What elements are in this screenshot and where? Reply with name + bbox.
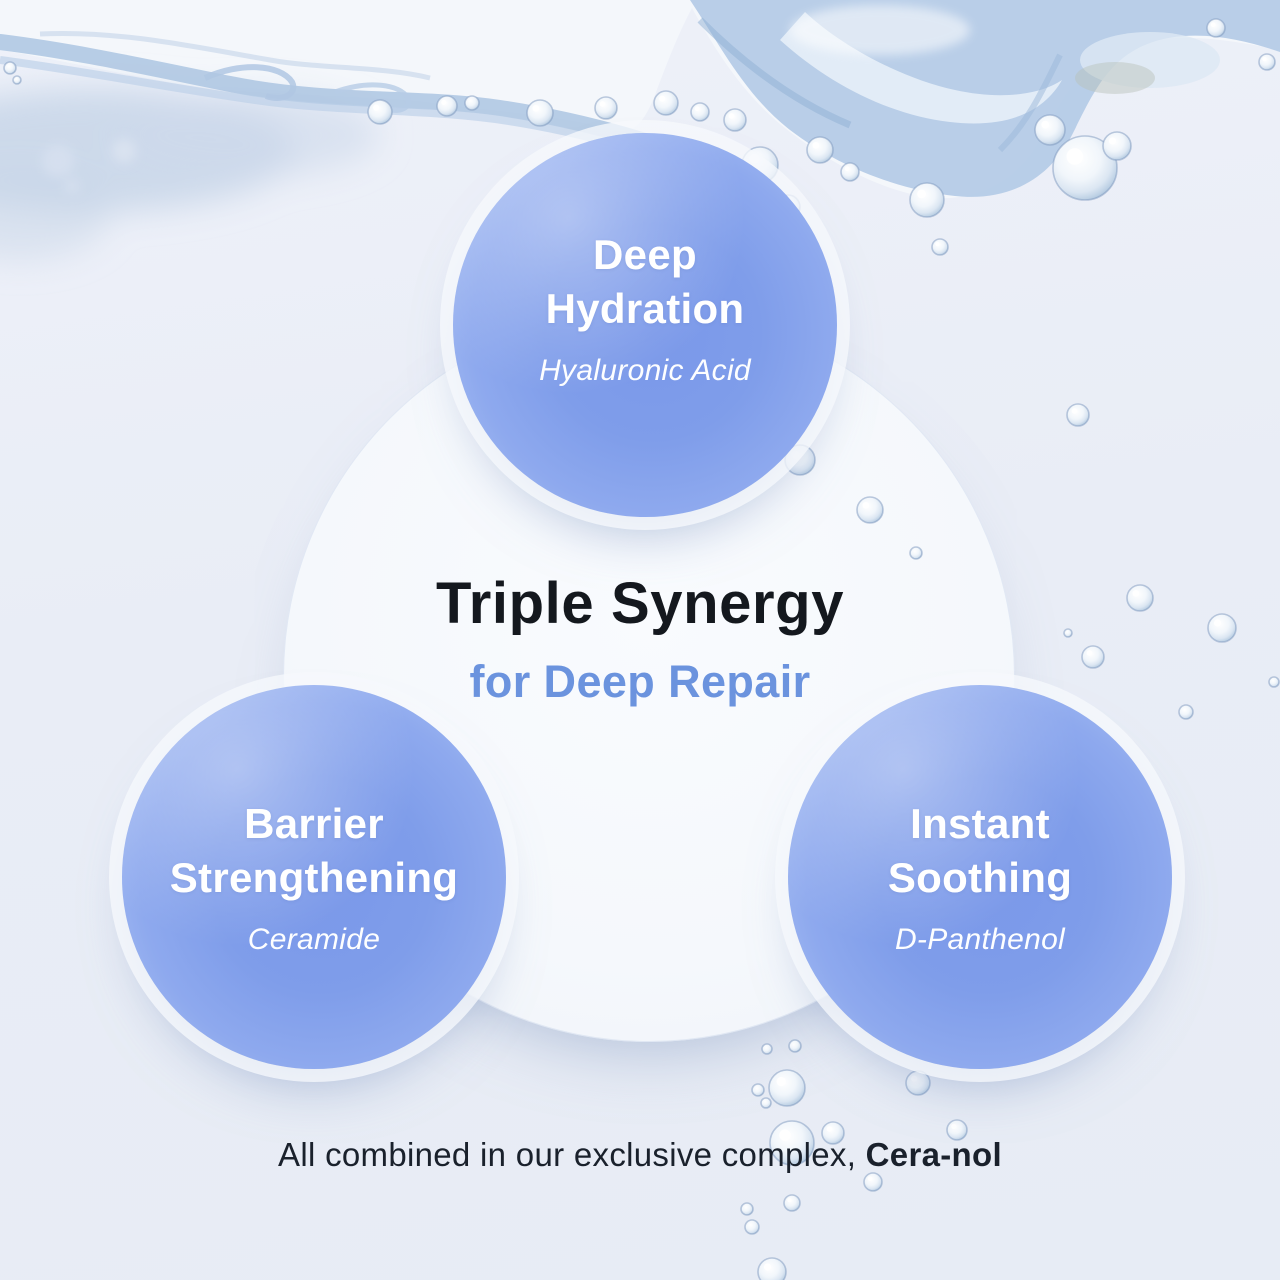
bubble-icon bbox=[783, 1194, 801, 1212]
bubble-icon bbox=[436, 95, 458, 117]
underwater-blur bbox=[0, 88, 380, 260]
bubble-icon bbox=[1052, 135, 1118, 201]
main-subtitle: for Deep Repair bbox=[469, 656, 811, 707]
bubble-icon bbox=[806, 136, 834, 164]
bubble-icon bbox=[1066, 403, 1090, 427]
bubble-icon bbox=[760, 1097, 772, 1109]
bubble-icon bbox=[3, 61, 17, 75]
bubble-icon bbox=[1034, 114, 1066, 146]
feature-title-line: Deep bbox=[593, 231, 697, 279]
bubble-highlight bbox=[812, 141, 820, 149]
underwater-blur-bubbles bbox=[42, 139, 136, 194]
bubble-highlight bbox=[749, 153, 759, 164]
feature-text-group: Barrier Strengthening Ceramide bbox=[170, 797, 459, 957]
bubble-icon bbox=[1258, 53, 1276, 71]
feature-circle-instant-soothing: Instant Soothing D-Panthenol bbox=[788, 685, 1172, 1069]
feature-title-line: Hydration bbox=[545, 285, 745, 332]
bubble-highlight bbox=[935, 242, 940, 247]
bubble-highlight bbox=[532, 104, 540, 112]
bubble-highlight bbox=[728, 113, 735, 119]
bubble-highlight bbox=[1041, 120, 1050, 129]
bubble-icon bbox=[526, 99, 554, 127]
bubble-highlight bbox=[1066, 148, 1084, 165]
footer-text: All combined in our exclusive complex, bbox=[278, 1136, 857, 1173]
feature-circle-barrier-strengthening: Barrier Strengthening Ceramide bbox=[122, 685, 506, 1069]
bubble-icon bbox=[723, 108, 747, 132]
feature-title-line: Soothing bbox=[887, 854, 1073, 901]
bubble-icon bbox=[594, 96, 618, 120]
feature-ingredient: D-Panthenol bbox=[894, 922, 1066, 956]
bubble-icon bbox=[905, 1070, 931, 1096]
bubble-icon bbox=[931, 238, 949, 256]
main-heading-group: Triple Synergy for Deep Repair bbox=[0, 570, 1280, 708]
bubble-icon bbox=[690, 102, 710, 122]
bubble-icon bbox=[740, 1202, 754, 1216]
main-title: Triple Synergy bbox=[435, 571, 845, 636]
bubble-highlight bbox=[373, 104, 380, 111]
bubble-icon bbox=[788, 1039, 802, 1053]
bubble-highlight bbox=[763, 1263, 772, 1271]
bubble-icon bbox=[744, 1219, 760, 1235]
bubble-highlight bbox=[911, 1075, 918, 1082]
bubble-highlight bbox=[917, 189, 926, 199]
bubble-highlight bbox=[694, 106, 700, 112]
bubble-highlight bbox=[1210, 22, 1216, 28]
feature-title-line: Instant bbox=[910, 800, 1050, 848]
bubble-highlight bbox=[441, 99, 447, 105]
feature-title: Deep Hydration bbox=[539, 228, 751, 336]
bubble-highlight bbox=[826, 1126, 833, 1132]
bubble-highlight bbox=[867, 1176, 873, 1182]
bubble-icon bbox=[367, 99, 393, 125]
bubble-highlight bbox=[844, 166, 850, 172]
bubble-icon bbox=[12, 75, 22, 85]
feature-title-line: Strengthening bbox=[169, 854, 459, 901]
feature-circle-deep-hydration: Deep Hydration Hyaluronic Acid bbox=[453, 133, 837, 517]
bubble-icon bbox=[464, 95, 480, 111]
feature-title-line: Barrier bbox=[244, 800, 384, 848]
bubble-icon bbox=[653, 90, 679, 116]
bubble-highlight bbox=[659, 95, 666, 102]
bubble-highlight bbox=[599, 101, 606, 107]
bubble-highlight bbox=[1262, 57, 1267, 62]
feature-title: Instant Soothing bbox=[888, 797, 1072, 905]
bubble-icon bbox=[768, 1069, 806, 1107]
bubble-icon bbox=[863, 1172, 883, 1192]
splash-crest bbox=[690, 0, 1280, 197]
footer-caption: All combined in our exclusive complex, C… bbox=[0, 1136, 1280, 1174]
bubble-icon bbox=[840, 162, 860, 182]
bubble-highlight bbox=[1071, 408, 1078, 414]
feature-ingredient: Ceramide bbox=[247, 922, 381, 956]
bubble-highlight bbox=[776, 1076, 786, 1087]
bubble-icon bbox=[1206, 18, 1226, 38]
feature-ingredient: Hyaluronic Acid bbox=[539, 353, 751, 387]
feature-title: Barrier Strengthening bbox=[170, 797, 459, 905]
complex-name: Cera-nol bbox=[865, 1136, 1002, 1173]
bubble-highlight bbox=[787, 1198, 792, 1203]
bubble-icon bbox=[757, 1257, 787, 1280]
feature-text-group: Instant Soothing D-Panthenol bbox=[888, 797, 1072, 957]
bubble-highlight bbox=[951, 1123, 957, 1129]
bubble-icon bbox=[751, 1083, 765, 1097]
bubble-icon bbox=[909, 182, 945, 218]
bubble-icon bbox=[1102, 131, 1132, 161]
bubble-icon bbox=[761, 1043, 773, 1055]
feature-text-group: Deep Hydration Hyaluronic Acid bbox=[539, 228, 751, 388]
bubble-highlight bbox=[1108, 137, 1117, 145]
